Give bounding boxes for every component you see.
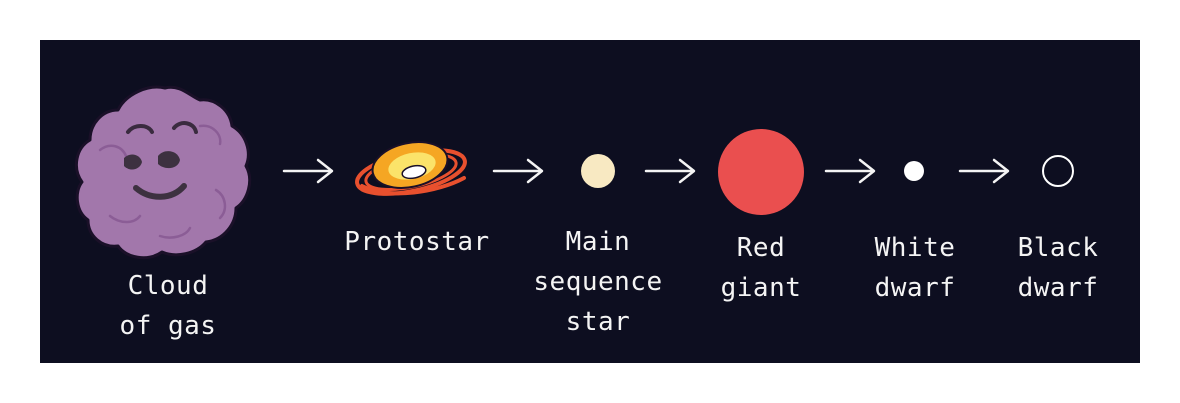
red-giant-icon xyxy=(718,129,804,215)
label-line: sequence xyxy=(533,267,663,297)
arrow-2 xyxy=(492,158,544,184)
arrow-5 xyxy=(958,158,1010,184)
arrow-1 xyxy=(282,158,334,184)
label-line: Black xyxy=(1017,233,1099,263)
gas-cloud-icon xyxy=(74,85,252,260)
label-line: Cloud xyxy=(127,271,209,301)
arrow-4 xyxy=(824,158,876,184)
main-sequence-star-icon xyxy=(581,154,615,188)
label-protostar: Protostar xyxy=(344,222,489,262)
label-line: Main xyxy=(565,227,631,257)
label-main-sequence-star: Main sequence star xyxy=(533,222,662,342)
life-cycle-diagram xyxy=(74,85,1074,260)
label-line: of gas xyxy=(119,311,217,341)
label-line: Protostar xyxy=(344,227,490,257)
white-dwarf-icon xyxy=(904,161,924,181)
arrow-3 xyxy=(644,158,696,184)
label-red-giant: Red giant xyxy=(721,228,802,308)
life-cycle-panel: Cloud of gas Protostar Main sequence sta… xyxy=(40,40,1140,363)
label-line: giant xyxy=(720,273,802,303)
black-dwarf-icon xyxy=(1042,155,1074,187)
label-white-dwarf: White dwarf xyxy=(875,228,956,308)
label-line: Red xyxy=(736,233,786,263)
protostar-icon xyxy=(355,141,467,196)
label-line: dwarf xyxy=(874,273,956,303)
label-line: dwarf xyxy=(1017,273,1099,303)
label-cloud-of-gas: Cloud of gas xyxy=(120,266,217,346)
label-line: White xyxy=(874,233,956,263)
label-line: star xyxy=(565,307,631,337)
label-black-dwarf: Black dwarf xyxy=(1018,228,1099,308)
